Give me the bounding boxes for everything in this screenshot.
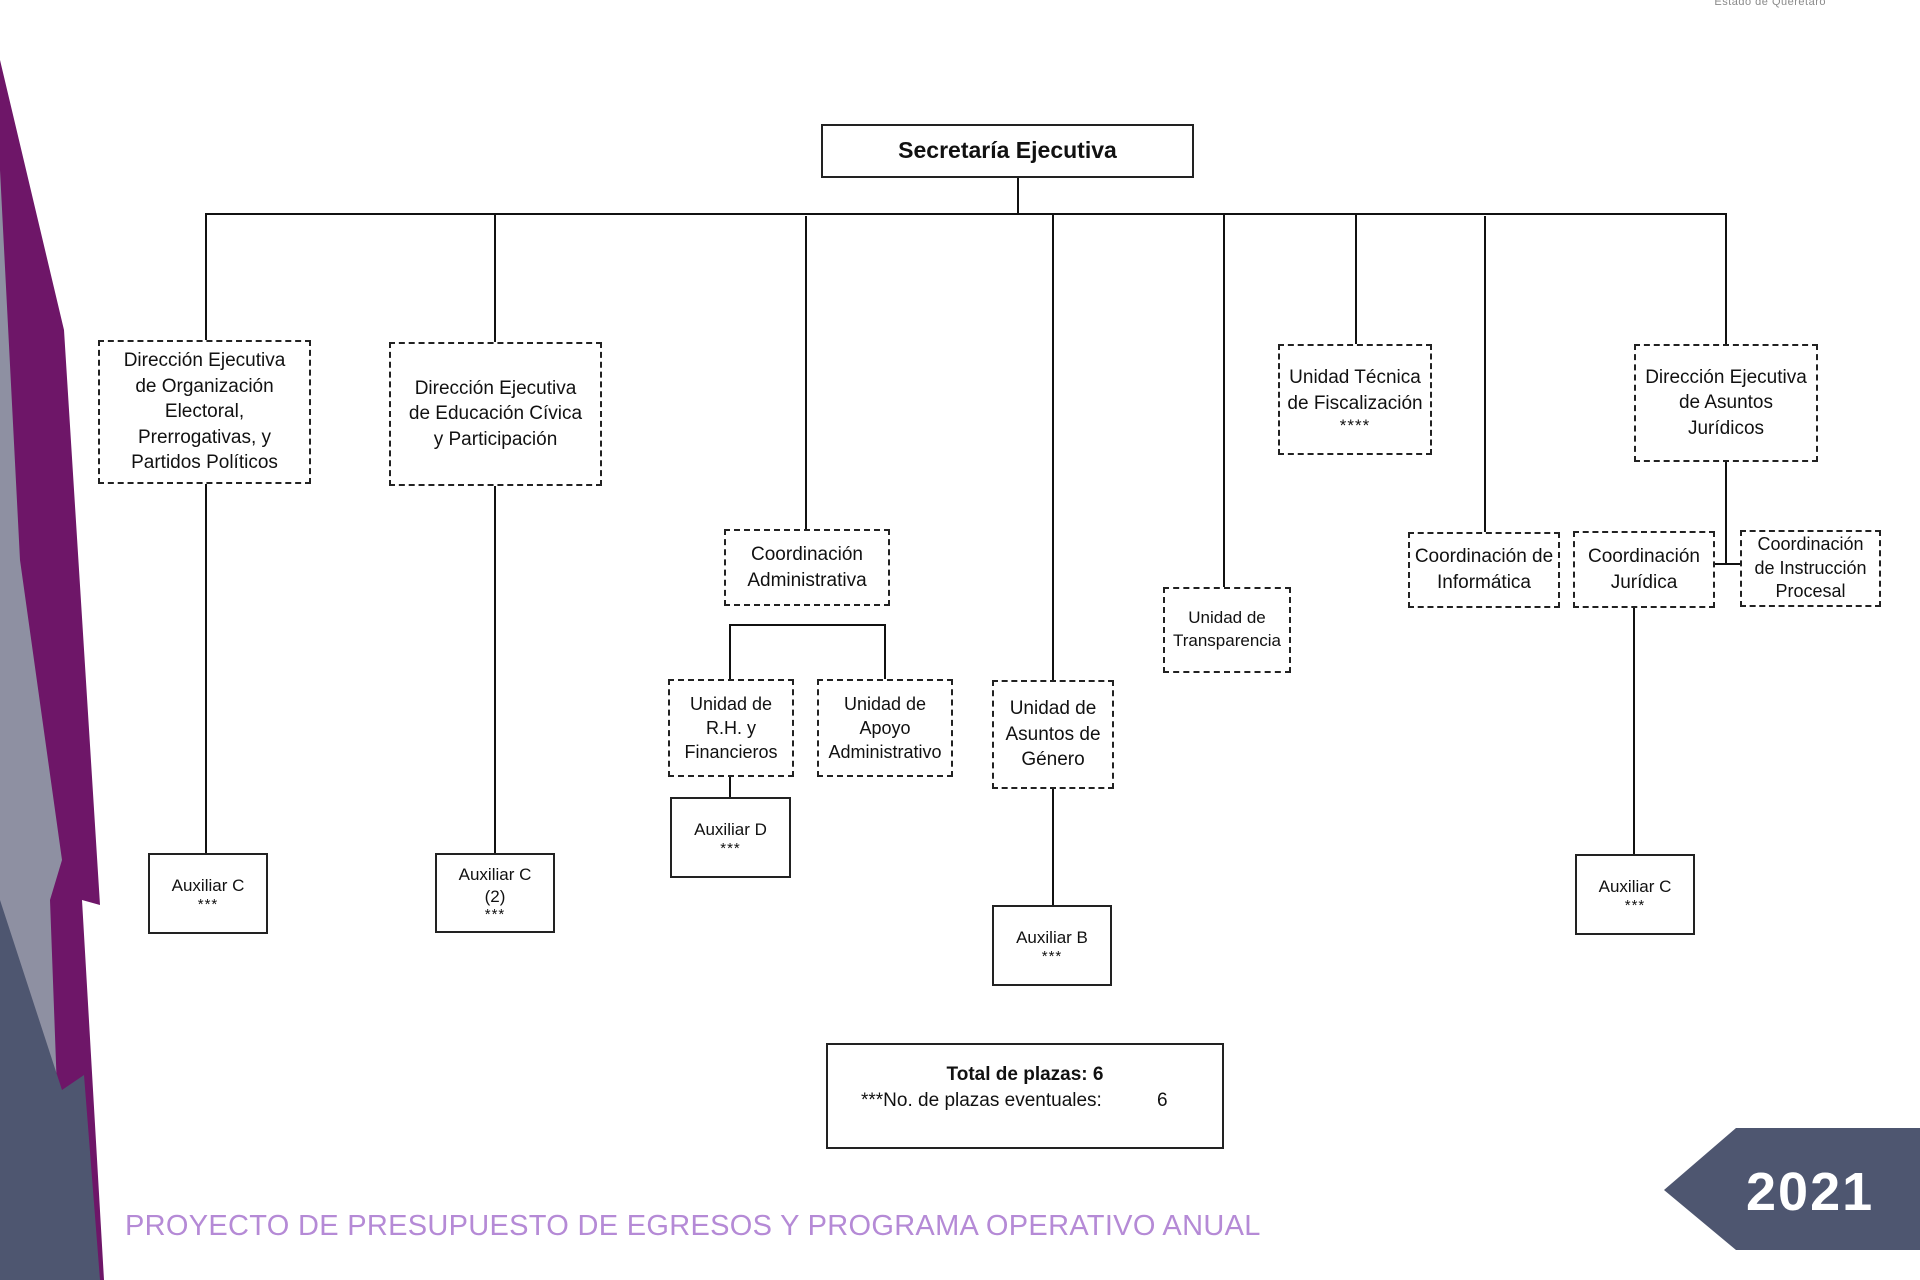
node-label: Secretaría Ejecutiva xyxy=(898,137,1117,164)
position-auxiliar-d: Auxiliar D *** xyxy=(670,797,791,878)
node-label: Dirección Ejecutiva de Organización Elec… xyxy=(123,349,286,474)
eventual-positions-value: 6 xyxy=(1157,1090,1168,1111)
node-dir-organizacion-electoral: Dirección Ejecutiva de Organización Elec… xyxy=(98,340,311,484)
eventual-mark: *** xyxy=(720,840,741,858)
year-badge: 2021 xyxy=(1746,1162,1875,1222)
position-label: Auxiliar D xyxy=(694,819,767,839)
eventual-mark: *** xyxy=(484,905,506,923)
total-positions-label: Total de plazas: 6 xyxy=(946,1064,1104,1085)
eventual-mark: *** xyxy=(1041,948,1063,966)
position-label: Auxiliar B xyxy=(1016,927,1088,947)
node-coord-administrativa: Coordinación Administrativa xyxy=(724,529,890,606)
position-auxiliar-c-2: Auxiliar C (2) *** xyxy=(435,853,555,933)
node-label: Unidad de Apoyo Administrativo xyxy=(828,693,942,763)
node-label: Coordinación Administrativa xyxy=(747,543,867,591)
node-label: Coordinación de Informática xyxy=(1414,546,1554,593)
node-unidad-apoyo-administrativo: Unidad de Apoyo Administrativo xyxy=(817,679,953,777)
left-slate-ribbon xyxy=(0,900,100,1280)
node-label: Dirección Ejecutiva de Asuntos Jurídicos xyxy=(1645,366,1807,439)
eventual-positions-label: ***No. de plazas eventuales: xyxy=(861,1090,1102,1111)
node-label: Dirección Ejecutiva de Educación Cívica … xyxy=(408,377,583,450)
node-label: Unidad de R.H. y Financieros xyxy=(684,693,778,763)
node-coord-instruccion-procesal: Coordinación de Instrucción Procesal xyxy=(1740,530,1881,607)
positions-summary-box: Total de plazas: 6 ***No. de plazas even… xyxy=(826,1043,1224,1149)
node-label: Unidad de Transparencia xyxy=(1172,608,1282,650)
node-label: Unidad de Asuntos de Género xyxy=(1005,698,1101,771)
node-coord-informatica: Coordinación de Informática xyxy=(1408,532,1560,608)
position-label: Auxiliar C xyxy=(171,875,245,895)
position-auxiliar-c: Auxiliar C *** xyxy=(148,853,268,934)
eventual-mark: *** xyxy=(197,896,219,914)
footer-title: PROYECTO DE PRESUPUESTO DE EGRESOS Y PRO… xyxy=(125,1210,1261,1242)
position-auxiliar-c: Auxiliar C *** xyxy=(1575,854,1695,935)
header-logo-caption: Estado de Querétaro xyxy=(1714,0,1826,8)
position-count: (2) xyxy=(484,886,506,906)
node-secretaria-ejecutiva: Secretaría Ejecutiva xyxy=(821,124,1194,178)
node-unidad-rh-financieros: Unidad de R.H. y Financieros xyxy=(668,679,794,777)
node-dir-educacion-civica: Dirección Ejecutiva de Educación Cívica … xyxy=(389,342,602,486)
node-unidad-tecnica-fiscalizacion: Unidad Técnica de Fiscalización **** xyxy=(1278,344,1432,455)
node-coord-juridica: Coordinación Jurídica xyxy=(1573,531,1715,608)
node-unidad-transparencia: Unidad de Transparencia xyxy=(1163,587,1291,673)
position-label: Auxiliar C xyxy=(458,865,532,885)
year-badge-shape xyxy=(1664,1128,1920,1250)
eventual-mark: **** xyxy=(1339,415,1371,435)
node-label: Unidad Técnica de Fiscalización xyxy=(1287,367,1423,414)
node-dir-asuntos-juridicos: Dirección Ejecutiva de Asuntos Jurídicos xyxy=(1634,344,1818,462)
node-label: Coordinación Jurídica xyxy=(1588,545,1700,593)
eventual-mark: *** xyxy=(1624,897,1646,915)
node-unidad-asuntos-genero: Unidad de Asuntos de Género xyxy=(992,680,1114,789)
position-label: Auxiliar C xyxy=(1598,876,1672,896)
position-auxiliar-b: Auxiliar B *** xyxy=(992,905,1112,986)
node-label: Coordinación de Instrucción Procesal xyxy=(1754,534,1867,602)
